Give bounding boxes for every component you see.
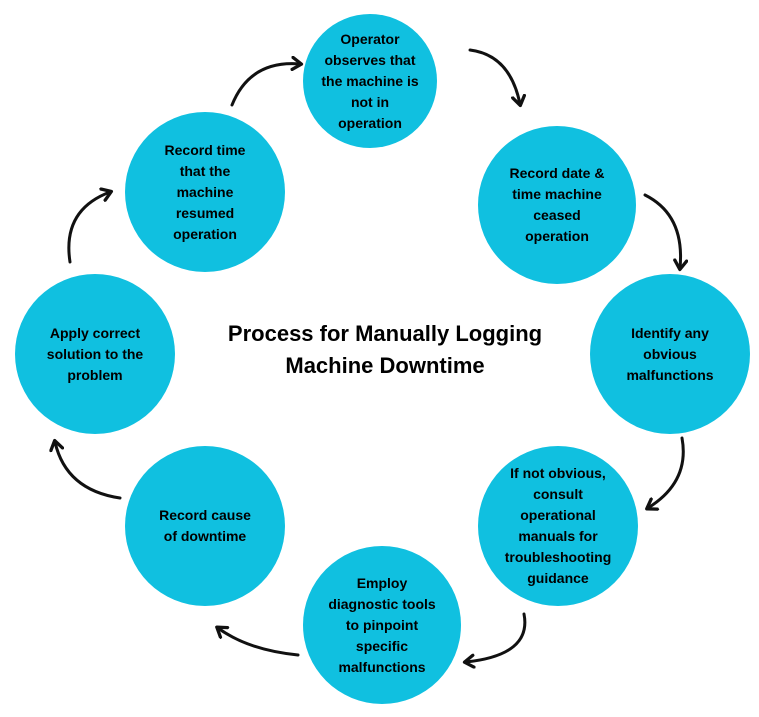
step-circle-consult-manuals: If not obvious, consult operational manu… — [478, 446, 638, 606]
step-label: Record time that the machine resumed ope… — [164, 141, 246, 242]
step-circle-diagnostic-tools: Employ diagnostic tools to pinpoint spec… — [303, 546, 461, 704]
step-label: Operator observes that the machine is no… — [321, 30, 419, 131]
arrow-icon — [648, 436, 685, 508]
arrow-icon — [55, 442, 122, 500]
step-label: Record cause of downtime — [159, 507, 251, 544]
arrow-icon — [218, 628, 300, 657]
step-circle-observe: Operator observes that the machine is no… — [303, 14, 437, 148]
step-label: Identify any obvious malfunctions — [626, 324, 714, 383]
arrow-icon — [466, 612, 527, 662]
arrow-icon — [643, 193, 681, 268]
diagram-title: Process for Manually Logging Machine Dow… — [227, 321, 543, 378]
step-label: Apply correct solution to the problem — [46, 324, 144, 383]
arrow-icon — [67, 192, 110, 264]
arrow-icon — [468, 48, 520, 104]
step-label: Record date & time machine ceased operat… — [509, 165, 605, 244]
step-circle-record-resumed: Record time that the machine resumed ope… — [125, 112, 285, 272]
arrow-icon — [230, 64, 300, 107]
step-circle-apply-solution: Apply correct solution to the problem — [15, 274, 175, 434]
step-circle-identify: Identify any obvious malfunctions — [590, 274, 750, 434]
step-label: Employ diagnostic tools to pinpoint spec… — [328, 574, 436, 675]
step-circle-record-ceased: Record date & time machine ceased operat… — [478, 126, 636, 284]
step-circle-record-cause: Record cause of downtime — [125, 446, 285, 606]
step-label: If not obvious, consult operational manu… — [504, 465, 612, 586]
